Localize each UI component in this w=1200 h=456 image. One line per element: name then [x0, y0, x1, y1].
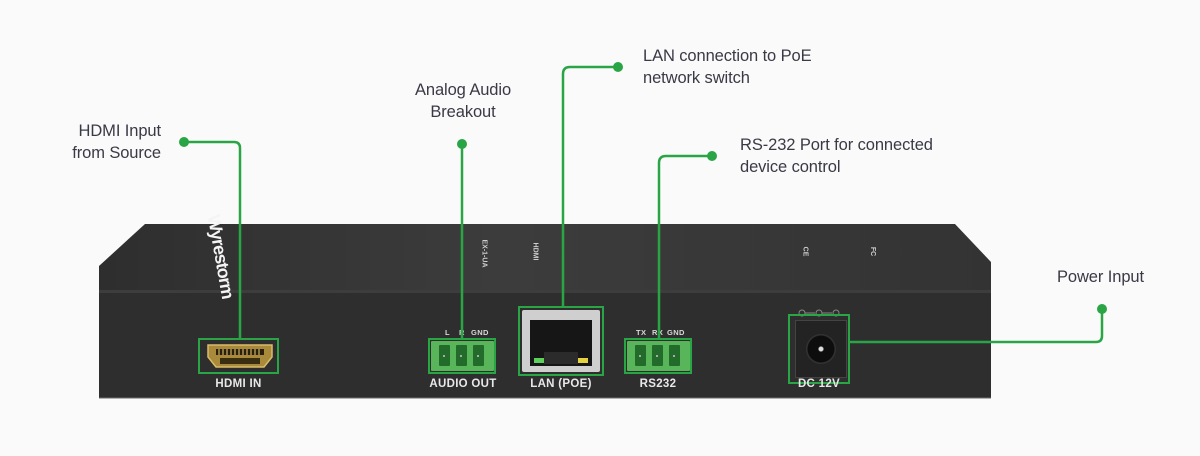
lan-leader-line	[561, 65, 620, 308]
hdmi-highlight-box	[198, 338, 279, 374]
rj45-jack-icon	[522, 310, 600, 372]
callout-hdmi-line1: HDMI Input	[78, 122, 162, 140]
audio-terminal-block	[431, 341, 494, 371]
hdmi-port-label: HDMI IN	[215, 378, 262, 390]
rs232-pin-rx: RX	[652, 328, 664, 337]
callout-audio: Analog Audio Breakout	[398, 79, 528, 123]
lan-highlight-box	[518, 306, 604, 376]
callout-rs232-line2: device control	[740, 158, 841, 176]
rs232-pin-gnd: GND	[667, 328, 685, 337]
power-callout-dot	[1097, 304, 1107, 314]
callout-rs232: RS-232 Port for connected device control	[740, 134, 933, 178]
callout-lan-line2: network switch	[643, 69, 750, 87]
hdmi-connector-icon	[207, 344, 273, 368]
power-leader-line	[848, 307, 1104, 344]
callout-power-line1: Power Input	[1057, 268, 1144, 286]
rs232-pin-tx: TX	[636, 328, 647, 337]
audio-port-label: AUDIO OUT	[429, 378, 497, 390]
rs232-highlight-box	[624, 338, 692, 374]
hdmi-callout-dot	[179, 137, 189, 147]
rs232-callout-dot	[707, 151, 717, 161]
dc-barrel-jack-icon	[795, 320, 847, 378]
rs232-terminal-block	[627, 341, 690, 371]
callout-lan-line1: LAN connection to PoE	[643, 47, 812, 65]
callout-audio-line2: Breakout	[430, 103, 496, 121]
power-highlight-box	[788, 314, 850, 384]
callout-hdmi: HDMI Input from Source	[40, 120, 161, 164]
power-port-label: DC 12V	[797, 378, 841, 390]
lan-callout-dot	[613, 62, 623, 72]
device-top-face	[99, 224, 991, 292]
rs232-leader-line	[657, 154, 714, 340]
callout-lan: LAN connection to PoE network switch	[643, 45, 812, 89]
callout-audio-line1: Analog Audio	[414, 81, 512, 99]
polarity-symbol-icon	[798, 309, 840, 317]
callout-hdmi-line2: from Source	[72, 144, 161, 162]
callout-power: Power Input	[1057, 266, 1144, 288]
audio-pin-l: L	[445, 328, 450, 337]
audio-pin-gnd: GND	[471, 328, 489, 337]
callout-rs232-line1: RS-232 Port for connected	[740, 136, 933, 154]
lan-port-label: LAN (POE)	[530, 378, 592, 390]
rs232-port-label: RS232	[639, 378, 677, 390]
audio-callout-dot	[457, 139, 467, 149]
hdmi-leader-line	[182, 140, 242, 340]
